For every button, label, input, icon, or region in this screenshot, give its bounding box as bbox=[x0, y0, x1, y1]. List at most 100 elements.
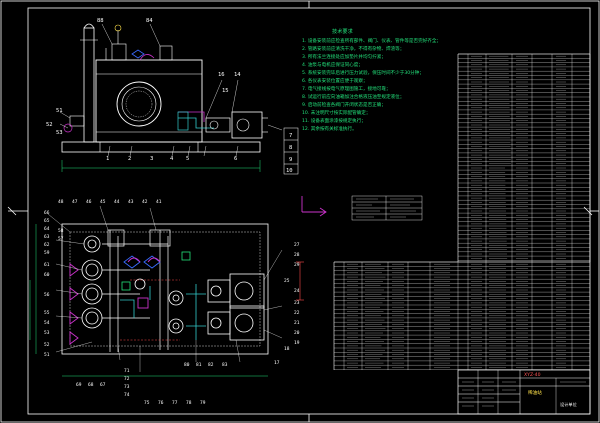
tag-48: 48 bbox=[58, 199, 64, 205]
tag-52: 52 bbox=[46, 122, 53, 128]
notes-title: 技术要求 bbox=[332, 27, 354, 35]
tag-65: 65 bbox=[44, 218, 50, 224]
tag-10: 10 bbox=[286, 168, 293, 174]
tag-4: 4 bbox=[170, 156, 174, 162]
title-block-drawing-no: XYZ-40 bbox=[524, 372, 541, 378]
tag-23: 23 bbox=[294, 300, 300, 306]
note-line: 11. 设备表面涂漆按规定执行； bbox=[302, 117, 366, 124]
tag-41: 41 bbox=[156, 199, 162, 205]
filter-4 bbox=[83, 235, 101, 253]
note-line: 4. 油泵与电机应保证同心度； bbox=[302, 61, 363, 68]
tag-75: 75 bbox=[144, 400, 150, 406]
note-line: 9. 启动前检查各阀门开闭状态是否正确； bbox=[302, 101, 386, 108]
tag-47: 47 bbox=[72, 199, 78, 205]
filter-1 bbox=[81, 259, 103, 281]
parts-list bbox=[333, 53, 591, 370]
tag-7: 7 bbox=[289, 133, 292, 139]
tag-83: 83 bbox=[222, 362, 228, 368]
tank-manhole-inner bbox=[121, 86, 157, 122]
filter-2 bbox=[81, 283, 103, 305]
tag-57: 57 bbox=[58, 236, 64, 242]
title-block-company: 设计单位 bbox=[560, 401, 577, 408]
tag-69: 69 bbox=[76, 382, 82, 388]
tag-88: 88 bbox=[97, 18, 104, 24]
tag-15: 15 bbox=[222, 88, 229, 94]
tag-62: 62 bbox=[44, 242, 50, 248]
title-block-name: 稀油站 bbox=[528, 389, 542, 396]
tag-56: 56 bbox=[44, 292, 50, 298]
tag-51b: 51 bbox=[44, 352, 50, 358]
note-line: 8. 试运行前应向油箱加注合格液压油至规定液位； bbox=[302, 93, 404, 100]
tag-80: 80 bbox=[184, 362, 190, 368]
tag-64: 64 bbox=[44, 226, 50, 232]
tag-21: 21 bbox=[294, 320, 300, 326]
tag-67: 67 bbox=[100, 382, 106, 388]
title-block: XYZ-40 稀油站 设计单位 bbox=[457, 369, 591, 415]
tag-68: 68 bbox=[88, 382, 94, 388]
filter-3 bbox=[81, 307, 103, 329]
tag-66: 66 bbox=[44, 210, 50, 216]
tag-79: 79 bbox=[200, 400, 206, 406]
note-line: 5. 系统安装完毕后进行压力试验，保压时间不少于30分钟； bbox=[302, 69, 424, 76]
motor bbox=[231, 111, 263, 139]
tag-60: 60 bbox=[44, 272, 50, 278]
plan-base-outline bbox=[61, 223, 269, 355]
tag-58: 58 bbox=[58, 228, 64, 234]
spec-table bbox=[351, 195, 423, 221]
tag-51: 51 bbox=[56, 108, 63, 114]
pipe-cyan bbox=[178, 117, 214, 129]
tag-71: 71 bbox=[124, 368, 130, 374]
note-line: 2. 管路安装前应清洗干净，不得有杂物、焊渣等； bbox=[302, 45, 404, 52]
note-line: 7. 电气接线按电气原理图施工，接地可靠； bbox=[302, 85, 391, 92]
tag-24: 24 bbox=[294, 288, 300, 294]
tag-43: 43 bbox=[128, 199, 134, 205]
tag-73: 73 bbox=[124, 384, 130, 390]
tag-54: 54 bbox=[44, 320, 50, 326]
tag-19: 19 bbox=[294, 340, 300, 346]
filter-column bbox=[83, 27, 95, 143]
tag-28: 28 bbox=[294, 252, 300, 258]
tag-76: 76 bbox=[158, 400, 164, 406]
tag-22: 22 bbox=[294, 310, 300, 316]
note-line: 1. 设备安装前应检查所有部件、阀门、仪表、管件等是否完好齐全； bbox=[302, 37, 441, 44]
note-line: 10. 未注明尺寸按实际配管确定； bbox=[302, 109, 371, 116]
motor-2 bbox=[229, 305, 265, 341]
trim-mark-left bbox=[7, 206, 17, 216]
tag-27: 27 bbox=[294, 242, 300, 248]
tag-3: 3 bbox=[150, 156, 153, 162]
tag-77: 77 bbox=[172, 400, 178, 406]
tag-82: 82 bbox=[208, 362, 214, 368]
tag-8: 8 bbox=[289, 145, 292, 151]
note-line: 6. 各仪表安装位置应便于观察； bbox=[302, 77, 368, 84]
tag-61: 61 bbox=[44, 262, 50, 268]
tag-6: 6 bbox=[234, 156, 237, 162]
tag-42: 42 bbox=[142, 199, 148, 205]
tag-14: 14 bbox=[234, 72, 241, 78]
tag-5: 5 bbox=[186, 156, 189, 162]
tank-manhole-outer bbox=[116, 81, 162, 127]
tag-45: 45 bbox=[100, 199, 106, 205]
elevation-view: 88 84 16 14 15 51 52 53 1 2 3 4 5 6 7 8 … bbox=[46, 18, 299, 175]
section-arrow bbox=[301, 196, 327, 217]
motor-1 bbox=[229, 273, 265, 309]
tag-17: 17 bbox=[274, 360, 280, 366]
tag-9: 9 bbox=[289, 157, 292, 163]
tag-84: 84 bbox=[146, 18, 153, 24]
note-line: 12. 其余按有关标准执行。 bbox=[302, 125, 357, 132]
tag-81: 81 bbox=[196, 362, 202, 368]
tag-20: 20 bbox=[294, 330, 300, 336]
tag-53b: 53 bbox=[44, 330, 50, 336]
plan-view: 48 47 46 45 44 43 42 41 66 65 64 63 62 5… bbox=[29, 199, 304, 406]
tag-1: 1 bbox=[106, 156, 109, 162]
tag-52b: 52 bbox=[44, 342, 50, 348]
tag-29: 29 bbox=[294, 262, 300, 268]
tag-44: 44 bbox=[114, 199, 120, 205]
pump-coupling bbox=[205, 117, 231, 133]
trim-mark-right bbox=[583, 206, 593, 216]
tag-59: 59 bbox=[44, 250, 50, 256]
tag-55: 55 bbox=[44, 310, 50, 316]
tag-63: 63 bbox=[44, 234, 50, 240]
tag-78: 78 bbox=[186, 400, 192, 406]
